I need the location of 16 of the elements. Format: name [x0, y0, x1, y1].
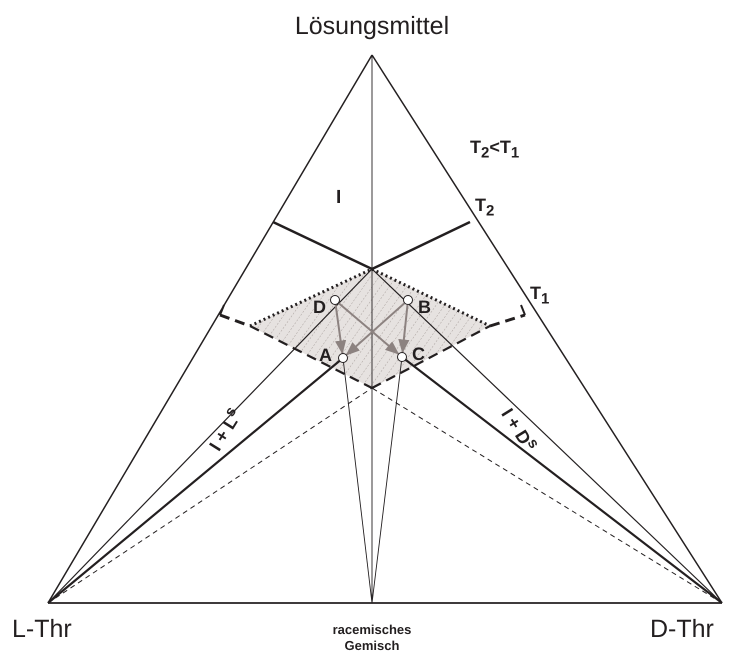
vertex-label: L-Thr — [12, 617, 72, 642]
point-label: B — [418, 298, 431, 316]
vertex-label: D-Thr — [650, 617, 714, 642]
point-label: D — [313, 298, 326, 316]
point-label: C — [412, 345, 425, 363]
arrow — [346, 302, 405, 356]
point-label: A — [319, 346, 332, 364]
arrow — [338, 302, 400, 355]
vertex-label: Lösungsmittel — [294, 14, 450, 39]
arrow — [334, 304, 346, 354]
region-label: I — [336, 188, 342, 207]
isotherm-label: T$_{2}$ — [475, 196, 494, 219]
vertex-label: racemisches Gemisch — [332, 622, 412, 654]
isotherm-label: T$_{1}$ — [530, 284, 550, 307]
temperature-condition: T$_{2}$<T$_{1}$ — [470, 138, 520, 161]
arrow — [398, 304, 410, 354]
